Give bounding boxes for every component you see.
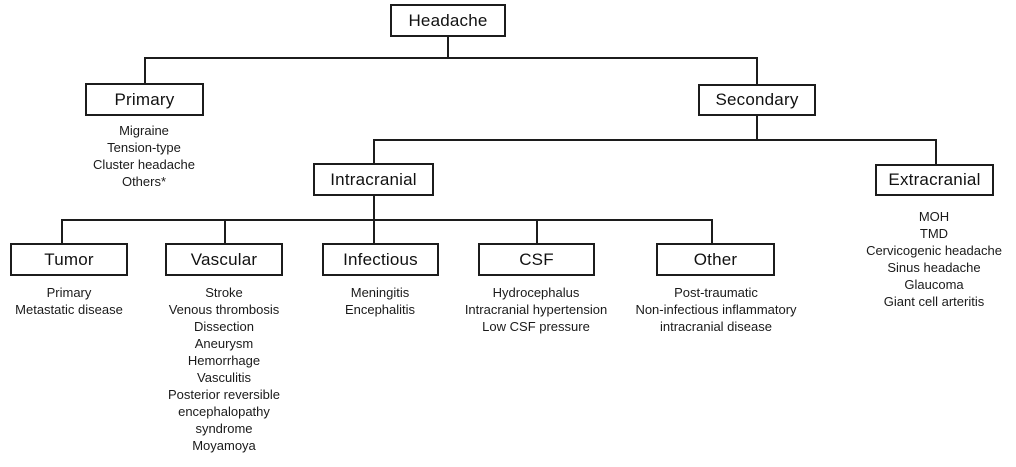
node-secondary: Secondary [698, 84, 816, 116]
edge-intracranial-children [61, 219, 713, 243]
node-tumor: Tumor [10, 243, 128, 276]
node-headache: Headache [390, 4, 506, 37]
list-csf-examples: Hydrocephalus Intracranial hypertension … [464, 285, 608, 334]
list-primary-examples: Migraine Tension-type Cluster headache O… [93, 123, 195, 189]
node-infectious: Infectious [322, 243, 439, 276]
list-other-examples: Post-traumatic Non-infectious inflammato… [635, 285, 797, 334]
edge-headache-children [144, 57, 758, 84]
edge-secondary-children [373, 139, 937, 164]
list-extracranial-examples: MOH TMD Cervicogenic headache Sinus head… [866, 209, 1002, 309]
list-vascular-examples: Stroke Venous thrombosis Dissection Aneu… [168, 285, 280, 453]
node-csf: CSF [478, 243, 595, 276]
node-extracranial: Extracranial [875, 164, 994, 196]
node-intracranial: Intracranial [313, 163, 434, 196]
node-primary: Primary [85, 83, 204, 116]
list-infectious-examples: Meningitis Encephalitis [344, 285, 416, 317]
node-other: Other [656, 243, 775, 276]
node-vascular: Vascular [165, 243, 283, 276]
list-tumor-examples: Primary Metastatic disease [15, 285, 123, 317]
